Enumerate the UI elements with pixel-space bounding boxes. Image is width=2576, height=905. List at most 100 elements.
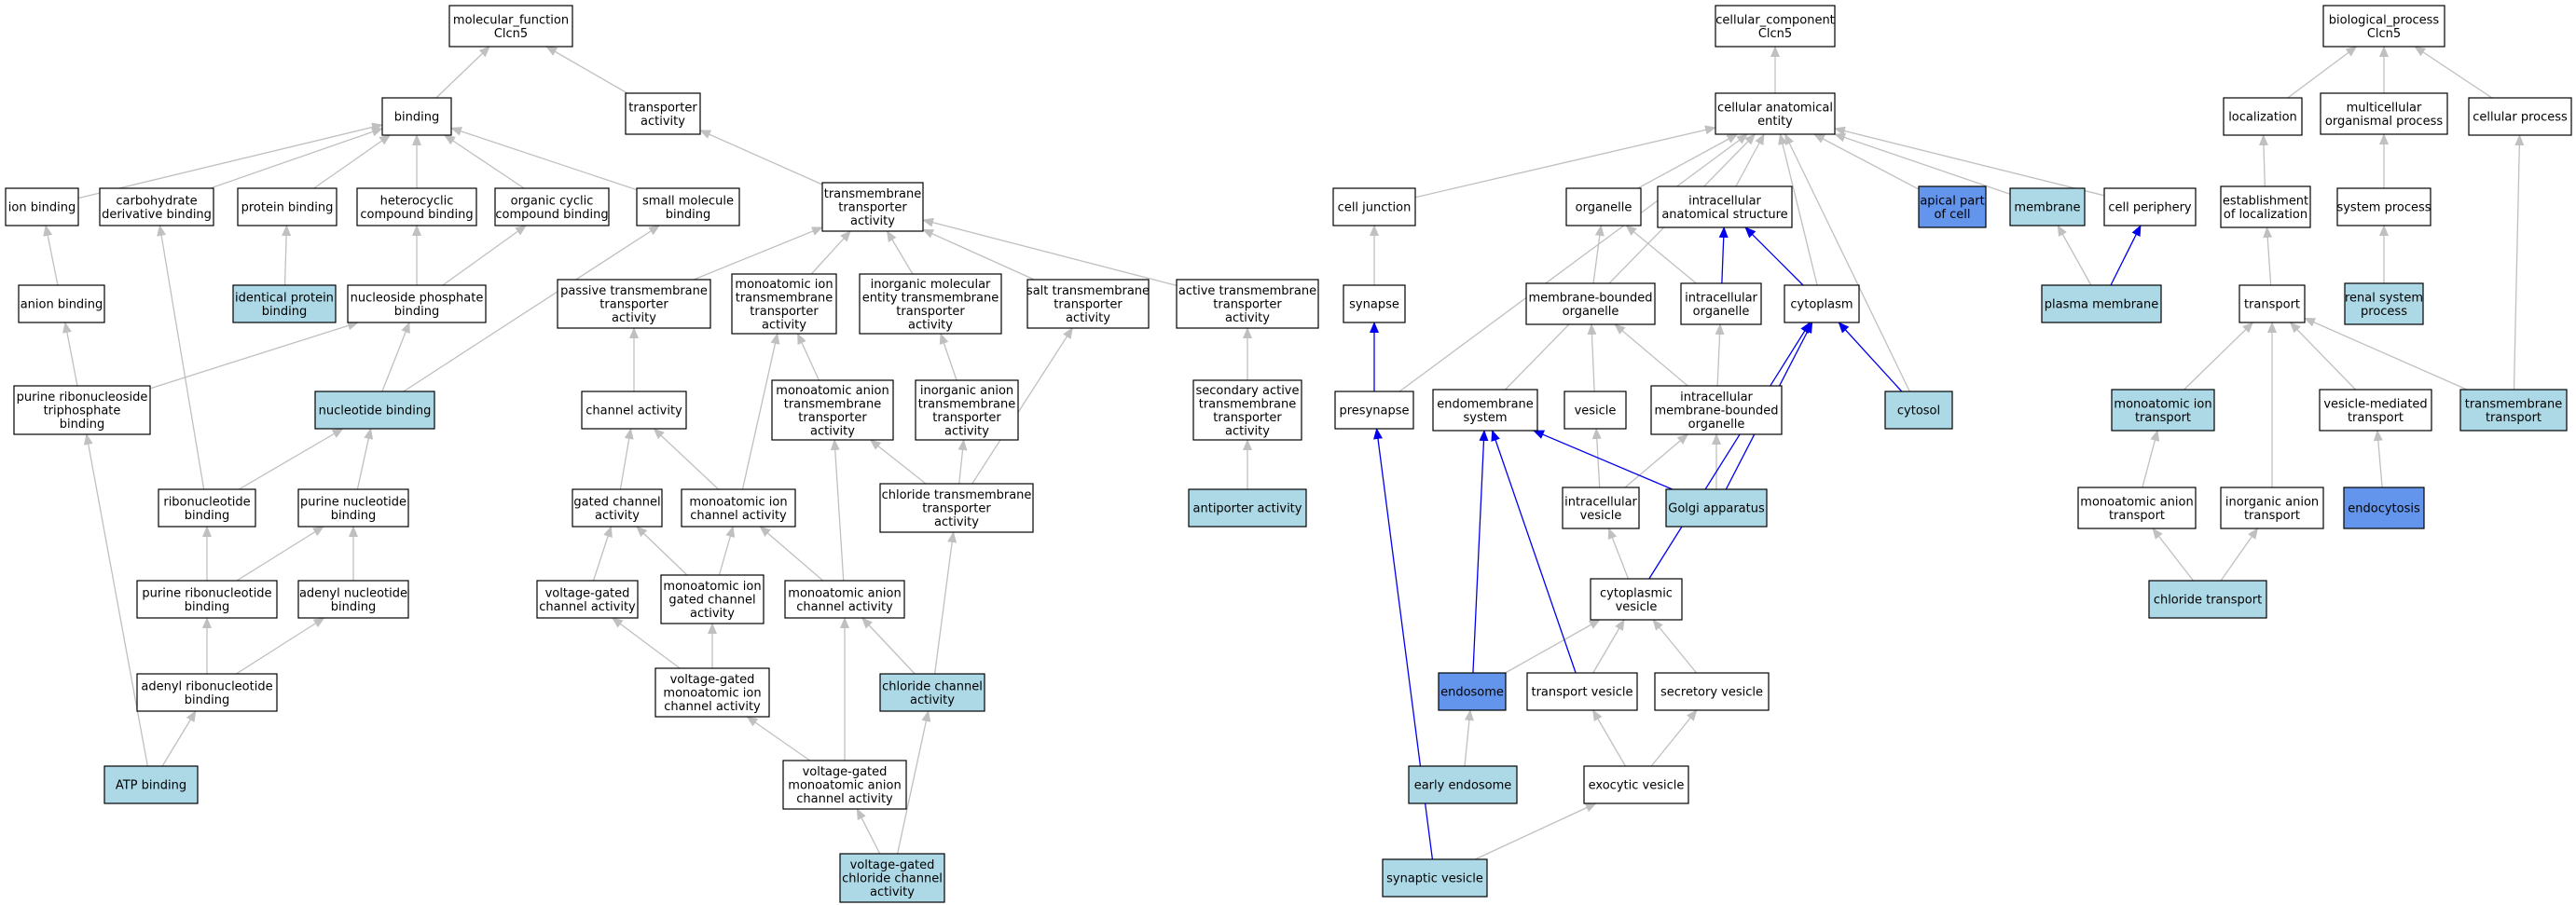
- term-label-line: exocytic vesicle: [1589, 779, 1685, 793]
- go-term-node-ion-binding: ion binding: [5, 187, 79, 226]
- term-label-line: chloride channel: [842, 872, 943, 886]
- is-a-edge: [236, 526, 324, 582]
- term-label-line: endocytosis: [2348, 502, 2420, 516]
- term-box: [782, 760, 907, 810]
- term-label-line: carbohydrate: [116, 194, 197, 208]
- is-a-edge: [1398, 133, 1749, 392]
- term-label-line: of cell: [1934, 208, 1970, 222]
- term-label-line: intracellular: [1680, 391, 1753, 405]
- is-a-edge: [1784, 133, 1910, 392]
- go-term-node-cell-periphery: cell periphery: [2103, 187, 2197, 226]
- term-box: [448, 5, 573, 48]
- term-label-line: presynapse: [1339, 405, 1409, 418]
- term-label-line: intracellular: [1564, 495, 1637, 509]
- term-box: [2111, 389, 2215, 432]
- term-label-line: binding: [60, 418, 104, 432]
- term-box: [297, 488, 409, 528]
- is-a-edge: [356, 428, 374, 490]
- go-term-node-anion-binding: anion binding: [18, 284, 105, 323]
- term-box: [1565, 187, 1642, 226]
- term-label-line: vesicle: [1616, 600, 1658, 614]
- term-label-line: cytosol: [1897, 405, 1940, 418]
- term-label-line: endomembrane: [1437, 397, 1534, 411]
- term-label-line: channel activity: [690, 509, 787, 523]
- is-a-edge: [450, 127, 638, 191]
- term-label-line: intracellular: [1685, 291, 1757, 305]
- is-a-edge: [1607, 528, 1630, 580]
- go-term-node-synaptic-vesicle: synaptic vesicle: [1382, 858, 1488, 898]
- is-a-edge: [896, 710, 931, 855]
- term-label-line: endosome: [1440, 686, 1504, 700]
- term-box: [636, 187, 740, 226]
- go-term-node-binding: binding: [381, 97, 452, 136]
- is-a-edge: [1834, 126, 2105, 197]
- go-term-node-membrane: membrane: [2009, 187, 2086, 226]
- is-a-edge: [1474, 802, 1597, 860]
- term-label-line: activity: [595, 509, 640, 523]
- is-a-edge: [1505, 133, 1756, 391]
- part-of-edge: [1744, 226, 1804, 286]
- term-label-line: monoatomic anion: [2080, 495, 2193, 509]
- term-label-line: ion binding: [8, 201, 76, 215]
- term-box: [1192, 379, 1302, 441]
- is-a-edge: [869, 439, 927, 485]
- go-term-node-protein-binding: protein binding: [237, 187, 337, 226]
- term-label-line: binding: [394, 111, 439, 125]
- term-label-line: transmembrane: [1199, 397, 1297, 411]
- is-a-edge: [797, 333, 820, 381]
- is-a-edge: [1587, 323, 1597, 392]
- term-box: [660, 574, 765, 624]
- term-label-line: binding: [331, 600, 376, 614]
- is-a-edge: [1414, 125, 1716, 199]
- term-label-line: chloride transport: [2154, 594, 2262, 608]
- term-box: [839, 853, 945, 903]
- go-term-node-system-process: system process: [2336, 187, 2431, 226]
- term-label-line: cellular process: [2473, 111, 2568, 125]
- edge-layer: [43, 46, 2525, 860]
- is-a-edge: [693, 226, 823, 281]
- is-a-edge: [856, 808, 881, 855]
- is-a-edge: [2057, 225, 2092, 286]
- term-box: [136, 673, 278, 712]
- part-of-edge: [2110, 225, 2142, 286]
- term-box: [1432, 389, 1538, 432]
- term-label-line: cell periphery: [2108, 201, 2192, 215]
- term-box: [2223, 97, 2303, 136]
- term-label-line: transmembrane: [2465, 397, 2563, 411]
- term-label-line: channel activity: [539, 600, 636, 614]
- term-box: [2468, 97, 2572, 136]
- term-box: [1408, 765, 1518, 804]
- go-term-node-chloride-tm: chloride transmembranetransporteractivit…: [879, 483, 1034, 533]
- term-label-line: molecular_function: [453, 13, 569, 27]
- term-label-line: localization: [2228, 111, 2297, 125]
- term-label-line: derivative binding: [102, 208, 212, 222]
- term-box: [1918, 185, 1987, 228]
- is-a-edge: [741, 333, 780, 490]
- term-label-line: binding: [262, 305, 307, 319]
- term-label-line: activity: [910, 693, 955, 707]
- term-box: [879, 483, 1034, 533]
- go-term-node-cell-junction: cell junction: [1332, 187, 1416, 226]
- term-label-line: transporter: [628, 101, 697, 115]
- term-box: [1784, 284, 1860, 323]
- term-box: [237, 187, 337, 226]
- go-term-node-vesicle: vesicle: [1564, 391, 1627, 430]
- part-of-edge: [1472, 430, 1489, 674]
- is-a-edge: [2304, 317, 2468, 391]
- go-term-node-transport-vesicle: transport vesicle: [1526, 672, 1638, 711]
- term-box: [1334, 391, 1414, 430]
- is-a-edge: [238, 428, 344, 490]
- is-a-edge: [313, 134, 392, 189]
- term-box: [1382, 858, 1488, 898]
